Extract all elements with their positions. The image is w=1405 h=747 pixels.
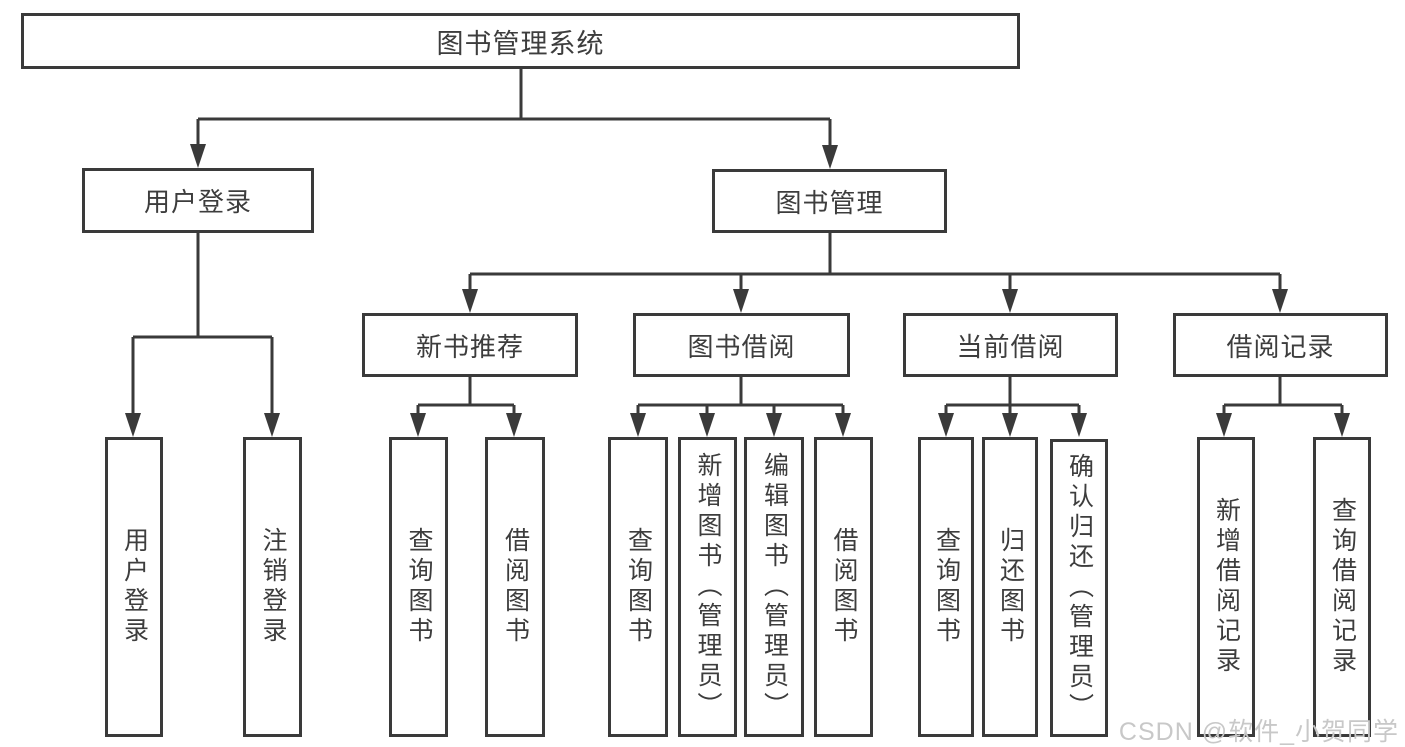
node-label: 新书推荐	[415, 331, 524, 362]
arrow-down-icon	[264, 413, 280, 437]
node-label: 注销登录	[259, 527, 287, 647]
arrow-down-icon	[462, 289, 478, 313]
node-label: 借阅图书	[830, 527, 858, 647]
node-label: 查询借阅记录	[1328, 497, 1357, 677]
arrow-down-icon	[699, 413, 715, 437]
leaf-recommend-query-book: 查询图书	[389, 437, 448, 737]
arrow-down-icon	[1071, 413, 1087, 437]
node-label: 借阅图书	[501, 527, 530, 647]
node-label: 归还图书	[996, 527, 1025, 647]
arrow-down-icon	[938, 413, 954, 437]
node-user-login: 用户登录	[82, 168, 314, 233]
connector-book-borrow-branch	[636, 377, 845, 415]
node-book-management: 图书管理	[712, 169, 947, 233]
arrow-down-icon	[1002, 413, 1018, 437]
node-label: 新增借阅记录	[1212, 497, 1241, 677]
leaf-records-query-record: 查询借阅记录	[1313, 437, 1371, 737]
connector-user-login-branch	[131, 233, 274, 415]
arrow-down-icon	[1272, 289, 1288, 313]
arrow-down-icon	[835, 413, 851, 437]
arrow-down-icon	[733, 289, 749, 313]
arrow-down-icon	[125, 413, 141, 437]
leaf-current-return-book: 归还图书	[982, 437, 1038, 737]
node-label: 查询图书	[624, 527, 653, 647]
node-current-borrow: 当前借阅	[903, 313, 1118, 377]
node-label: 新增图书（管理员）	[694, 452, 722, 722]
arrow-down-icon	[190, 144, 206, 168]
leaf-records-add-record: 新增借阅记录	[1197, 437, 1255, 737]
arrow-down-icon	[410, 413, 426, 437]
leaf-current-query-book: 查询图书	[918, 437, 974, 737]
node-root-system: 图书管理系统	[21, 13, 1020, 69]
arrow-down-icon	[1216, 413, 1232, 437]
connector-borrow-records-branch	[1222, 377, 1344, 415]
node-label: 用户登录	[120, 527, 149, 647]
leaf-borrow-query-book: 查询图书	[608, 437, 668, 737]
arrow-down-icon	[1334, 413, 1350, 437]
connector-current-borrow-branch	[944, 377, 1081, 415]
connector-new-book-branch	[416, 377, 516, 415]
node-label: 编辑图书（管理员）	[760, 452, 789, 722]
node-label: 确认归还（管理员）	[1065, 453, 1094, 723]
connector-root-branch	[196, 69, 832, 147]
arrow-down-icon	[822, 145, 838, 169]
leaf-user-login: 用户登录	[105, 437, 163, 737]
arrow-down-icon	[1002, 289, 1018, 313]
connector-book-mgmt-branch	[468, 233, 1282, 291]
leaf-logout: 注销登录	[243, 437, 302, 737]
node-label: 当前借阅	[956, 331, 1065, 362]
leaf-borrow-add-book-admin: 新增图书（管理员）	[678, 437, 737, 737]
node-label: 查询图书	[405, 527, 433, 647]
node-label: 图书借阅	[687, 331, 796, 362]
node-label: 借阅记录	[1226, 331, 1335, 362]
node-new-book-recommend: 新书推荐	[362, 313, 578, 377]
node-label: 查询图书	[932, 527, 961, 647]
arrow-down-icon	[630, 413, 646, 437]
leaf-current-confirm-return-admin: 确认归还（管理员）	[1050, 439, 1108, 737]
arrow-down-icon	[506, 413, 522, 437]
node-label: 用户登录	[143, 187, 252, 217]
node-label: 图书管理	[775, 187, 884, 218]
leaf-recommend-borrow-book: 借阅图书	[485, 437, 545, 737]
leaf-borrow-borrow-book: 借阅图书	[814, 437, 873, 737]
node-book-borrow: 图书借阅	[633, 313, 850, 377]
arrow-down-icon	[766, 413, 782, 437]
node-label: 图书管理系统	[436, 28, 605, 59]
leaf-borrow-edit-book-admin: 编辑图书（管理员）	[744, 437, 804, 737]
node-borrow-records: 借阅记录	[1173, 313, 1388, 377]
